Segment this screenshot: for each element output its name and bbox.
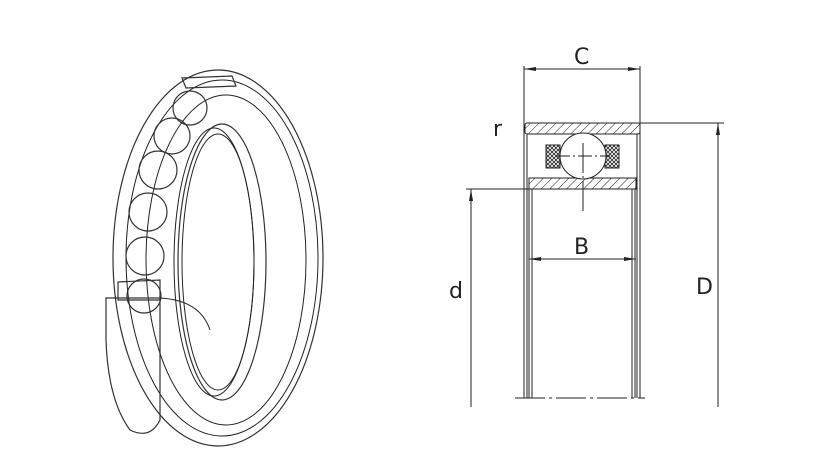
outer-ring-section <box>524 122 641 135</box>
label-d: d <box>449 279 463 304</box>
label-b: B <box>574 235 589 260</box>
dimension-d <box>466 188 529 407</box>
label-r: r <box>493 117 503 142</box>
bearing-cross-section: C r B d D <box>449 45 724 407</box>
ball-row <box>125 90 208 314</box>
dimension-c <box>524 67 640 71</box>
dimension-D <box>640 122 724 407</box>
label-D: D <box>696 275 713 300</box>
label-c: C <box>574 45 589 70</box>
dimension-b <box>529 257 636 261</box>
bearing-perspective-view <box>105 69 324 447</box>
